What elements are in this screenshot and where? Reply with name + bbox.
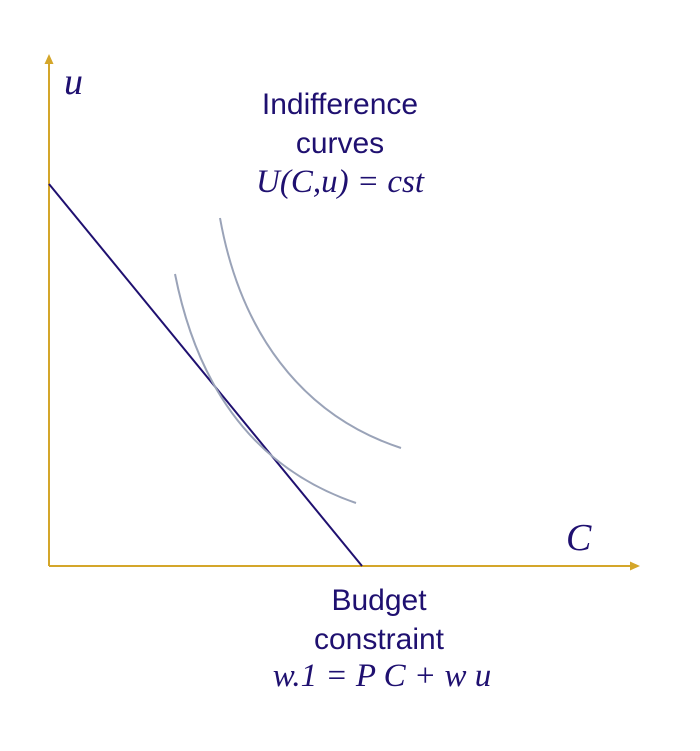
indifference-formula: U(C,u) = cst — [256, 164, 425, 200]
x-axis-label: C — [566, 517, 592, 559]
budget-label-line2: constraint — [314, 623, 445, 656]
indifference-curves-label: Indifference curves U(C,u) = cst — [256, 88, 425, 200]
axes — [44, 54, 640, 571]
y-axis-arrowhead — [44, 54, 54, 64]
indifference-curve-upper — [219, 217, 402, 449]
budget-constraint-label: Budget constraint w.1 = P C + w u — [273, 584, 491, 694]
y-axis-label: u — [64, 61, 83, 103]
x-axis-arrowhead — [630, 561, 640, 571]
indifference-label-line1: Indifference — [262, 88, 418, 121]
budget-label-line1: Budget — [331, 584, 427, 617]
budget-formula: w.1 = P C + w u — [273, 658, 491, 694]
budget-constraint-line — [48, 183, 363, 567]
indifference-curve-lower — [174, 273, 357, 504]
indifference-label-line2: curves — [296, 127, 384, 160]
